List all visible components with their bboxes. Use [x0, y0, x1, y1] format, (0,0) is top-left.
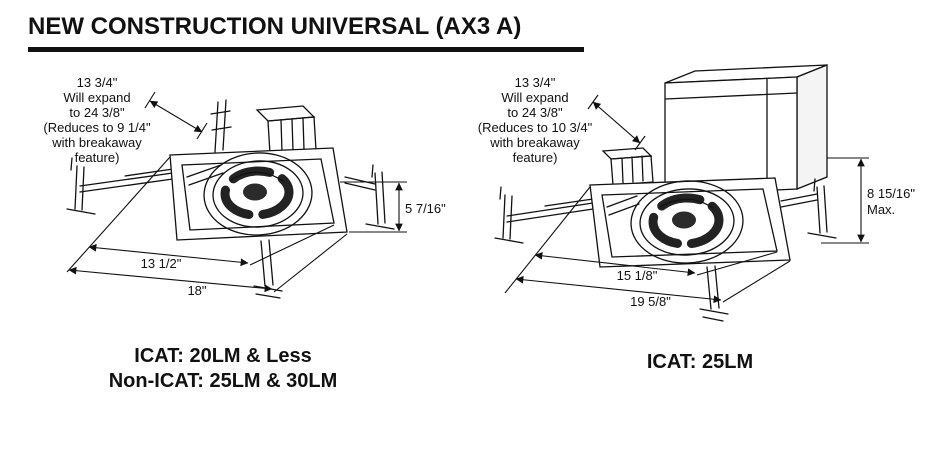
junction-box-icon — [601, 147, 654, 186]
note-line: with breakaway — [490, 135, 580, 150]
fixture-drawing-right — [494, 64, 869, 322]
outer-width-dimension-label-right: 19 5/8" — [630, 294, 671, 309]
hanger-bar-right-icon — [780, 178, 837, 239]
note-line: to 24 3/8" — [507, 105, 563, 120]
hanger-bar-left-icon — [66, 157, 181, 215]
expand-note-left: 13 3/4" Will expand to 24 3/8" (Reduces … — [27, 75, 167, 165]
note-line: 13 3/4" — [76, 75, 118, 90]
junction-box-icon — [255, 105, 317, 155]
title-underline — [28, 47, 584, 52]
baffle-icon — [648, 193, 724, 249]
note-line: (Reduces to 9 1/4" — [43, 120, 151, 135]
inner-width-dimension-label-left: 13 1/2" — [140, 256, 182, 271]
height-dimension-value: 8 15/16" — [867, 186, 915, 201]
page-title: NEW CONSTRUCTION UNIVERSAL (AX3 A) — [28, 13, 522, 40]
fixture-drawing-left — [66, 91, 407, 299]
housing-box-icon — [664, 64, 828, 196]
note-line: Will expand — [63, 90, 131, 105]
front-bracket-icon — [699, 265, 729, 322]
caption-right: ICAT: 25LM — [560, 350, 840, 375]
note-line: feature) — [74, 150, 120, 165]
height-dimension-note: Max. — [867, 202, 896, 217]
dimension-lines-left — [66, 91, 407, 293]
note-line: 13 3/4" — [514, 75, 556, 90]
hanger-bar-right-icon — [344, 164, 395, 230]
mounting-bracket-top-icon — [210, 99, 232, 153]
baffle-icon — [220, 166, 294, 220]
note-line: to 24 3/8" — [69, 105, 125, 120]
height-dimension-label-right: 8 15/16" Max. — [867, 186, 935, 218]
caption-right-line1: ICAT: 25LM — [646, 351, 754, 373]
caption-left-line2: Non-ICAT: 25LM & 30LM — [108, 370, 338, 392]
inner-width-dimension-label-right: 15 1/8" — [616, 268, 658, 283]
dimension-lines-right — [504, 94, 869, 304]
expand-note-right: 13 3/4" Will expand to 24 3/8" (Reduces … — [465, 75, 605, 165]
note-line: Will expand — [501, 90, 569, 105]
figure-left: 13 3/4" Will expand to 24 3/8" (Reduces … — [25, 60, 475, 360]
hanger-bar-left-icon — [494, 186, 594, 244]
note-line: with breakaway — [52, 135, 142, 150]
note-line: feature) — [512, 150, 558, 165]
caption-left-line1: ICAT: 20LM & Less — [134, 345, 312, 367]
note-line: (Reduces to 10 3/4" — [477, 120, 593, 135]
caption-left: ICAT: 20LM & Less Non-ICAT: 25LM & 30LM — [28, 344, 418, 394]
outer-width-dimension-label-left: 18" — [187, 283, 207, 298]
figure-right: 13 3/4" Will expand to 24 3/8" (Reduces … — [465, 55, 937, 375]
trim-opening-icon — [203, 152, 313, 236]
height-dimension-label-left: 5 7/16" — [405, 201, 446, 216]
